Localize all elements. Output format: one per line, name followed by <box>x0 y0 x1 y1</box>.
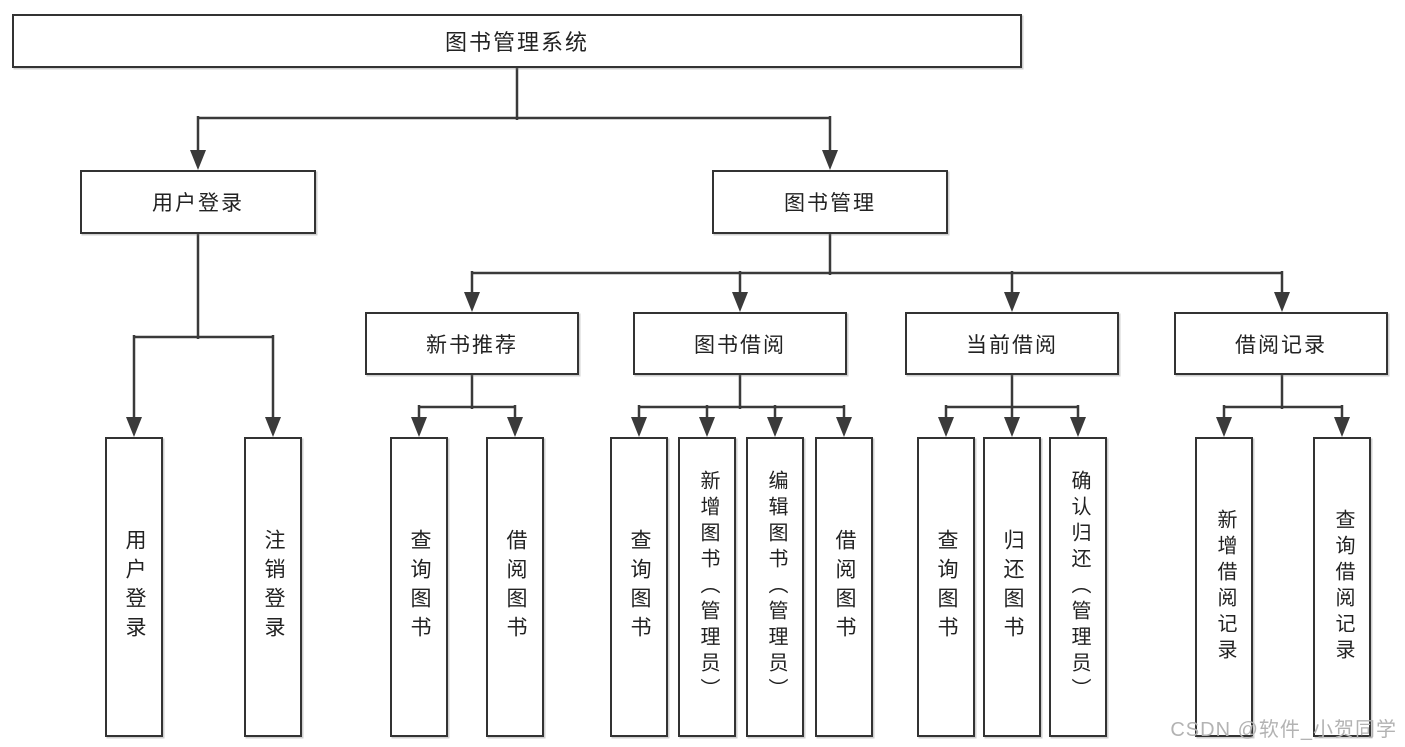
leaf-recommend-borrow-books: 借阅图书 <box>486 437 544 737</box>
connector-path <box>132 68 1344 421</box>
leaf-query-borrow-record: 查询借阅记录 <box>1313 437 1371 737</box>
leaf-edit-book-admin: 编辑图书（管理员） <box>746 437 804 737</box>
leaf-add-borrow-record: 新增借阅记录 <box>1195 437 1253 737</box>
csdn-watermark: CSDN @软件_小贺同学 <box>1170 719 1397 741</box>
node-book-borrowing: 图书借阅 <box>633 312 847 375</box>
node-root: 图书管理系统 <box>12 14 1022 68</box>
leaf-user-login: 用户登录 <box>105 437 163 737</box>
leaf-add-book-admin: 新增图书（管理员） <box>678 437 736 737</box>
node-new-book-recommendation: 新书推荐 <box>365 312 579 375</box>
leaf-confirm-return-admin: 确认归还（管理员） <box>1049 437 1107 737</box>
leaf-return-books: 归还图书 <box>983 437 1041 737</box>
arrowheads <box>126 150 1350 437</box>
node-current-borrowing: 当前借阅 <box>905 312 1119 375</box>
leaf-logout: 注销登录 <box>244 437 302 737</box>
node-borrowing-records: 借阅记录 <box>1174 312 1388 375</box>
leaf-borrowing-query-books: 查询图书 <box>610 437 668 737</box>
node-book-management: 图书管理 <box>712 170 948 234</box>
leaf-borrow-books: 借阅图书 <box>815 437 873 737</box>
node-user-login: 用户登录 <box>80 170 316 234</box>
leaf-recommend-query-books: 查询图书 <box>390 437 448 737</box>
leaf-current-query-books: 查询图书 <box>917 437 975 737</box>
